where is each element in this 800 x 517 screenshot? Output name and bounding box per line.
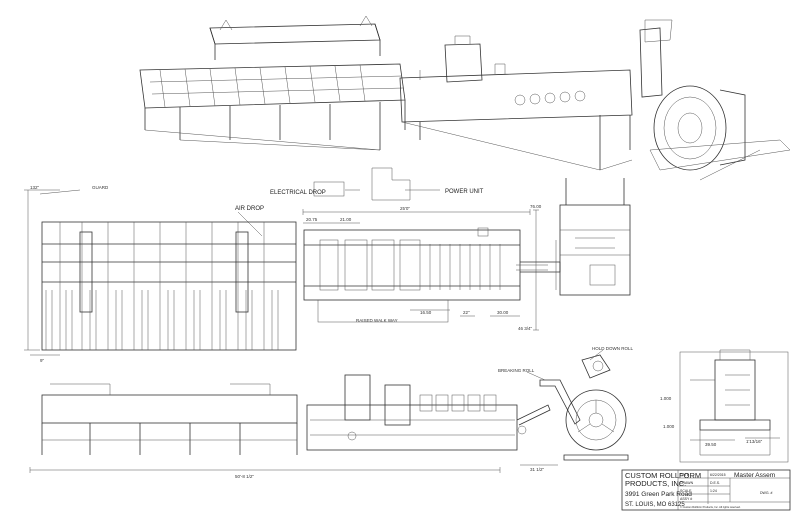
dwg-label: DWG. # xyxy=(760,491,772,495)
dim-76: 76.00 xyxy=(530,204,542,209)
assy-label: ASSY # xyxy=(680,497,692,501)
date-value: 6/22/2015 xyxy=(710,473,726,477)
dim-30: 30.00 xyxy=(497,310,509,315)
floor-plan-callouts xyxy=(313,167,440,201)
breaking-roll-label: BREAKING ROLL xyxy=(498,368,535,373)
dim-132: 132" xyxy=(30,185,40,190)
detail-view xyxy=(679,349,789,463)
guard-label: GUARD xyxy=(92,185,109,190)
dim-20-75: 20.75 xyxy=(306,217,318,222)
coil-side-view xyxy=(526,349,629,461)
scale-value: 1:24 xyxy=(710,489,717,493)
dim-25: 25'0" xyxy=(400,206,410,211)
dim-1-13: 1'13/16" xyxy=(746,439,763,444)
front-elevation-view xyxy=(24,189,297,356)
dim-16-50: 16.50 xyxy=(420,310,432,315)
dim-1000-b: 1.000 xyxy=(663,424,675,429)
company-name-line2: PRODUCTS, INC. xyxy=(625,479,686,488)
power-unit-label: POWER UNIT xyxy=(445,189,484,195)
raised-walk-way-label: RAISED WALK WAY xyxy=(356,318,398,323)
copyright-note: © Custom Rollform Products, Inc. All rig… xyxy=(680,505,741,509)
drawn-value: D.E.S. xyxy=(710,481,720,485)
side-elevation-view xyxy=(29,374,558,473)
company-address-line1: 3991 Green Park Road xyxy=(625,491,692,498)
hold-down-roll-label: HOLD DOWN ROLL xyxy=(592,346,634,351)
plan-view xyxy=(302,209,561,331)
electrical-drop-label: ELECTRICAL DROP xyxy=(270,190,326,196)
company-name-line1: CUSTOM ROLLFORM xyxy=(625,471,701,480)
dim-31: 31 1/2" xyxy=(530,467,545,472)
dim-50-8: 50'-8 1/2" xyxy=(235,474,254,479)
isometric-view xyxy=(139,15,791,181)
scale-label: SCALE xyxy=(680,489,692,493)
dim-9: 9" xyxy=(40,358,45,363)
drawn-label: DRAWN xyxy=(680,481,694,485)
drawing-title: Master Assem xyxy=(734,472,775,479)
dim-21: 21.00 xyxy=(340,217,352,222)
dim-1000-a: 1.000 xyxy=(660,396,672,401)
title-block xyxy=(621,469,791,511)
dim-46-3-4: 46 3/4" xyxy=(518,326,533,331)
company-address-line2: ST. LOUIS, MO 63125 xyxy=(625,502,685,508)
date-label: DATE xyxy=(680,473,690,477)
dim-22: 22" xyxy=(463,310,470,315)
coil-end-view xyxy=(555,178,631,296)
air-drop-label: AIR DROP xyxy=(235,206,264,212)
dim-39-50: 39.50 xyxy=(705,442,717,447)
